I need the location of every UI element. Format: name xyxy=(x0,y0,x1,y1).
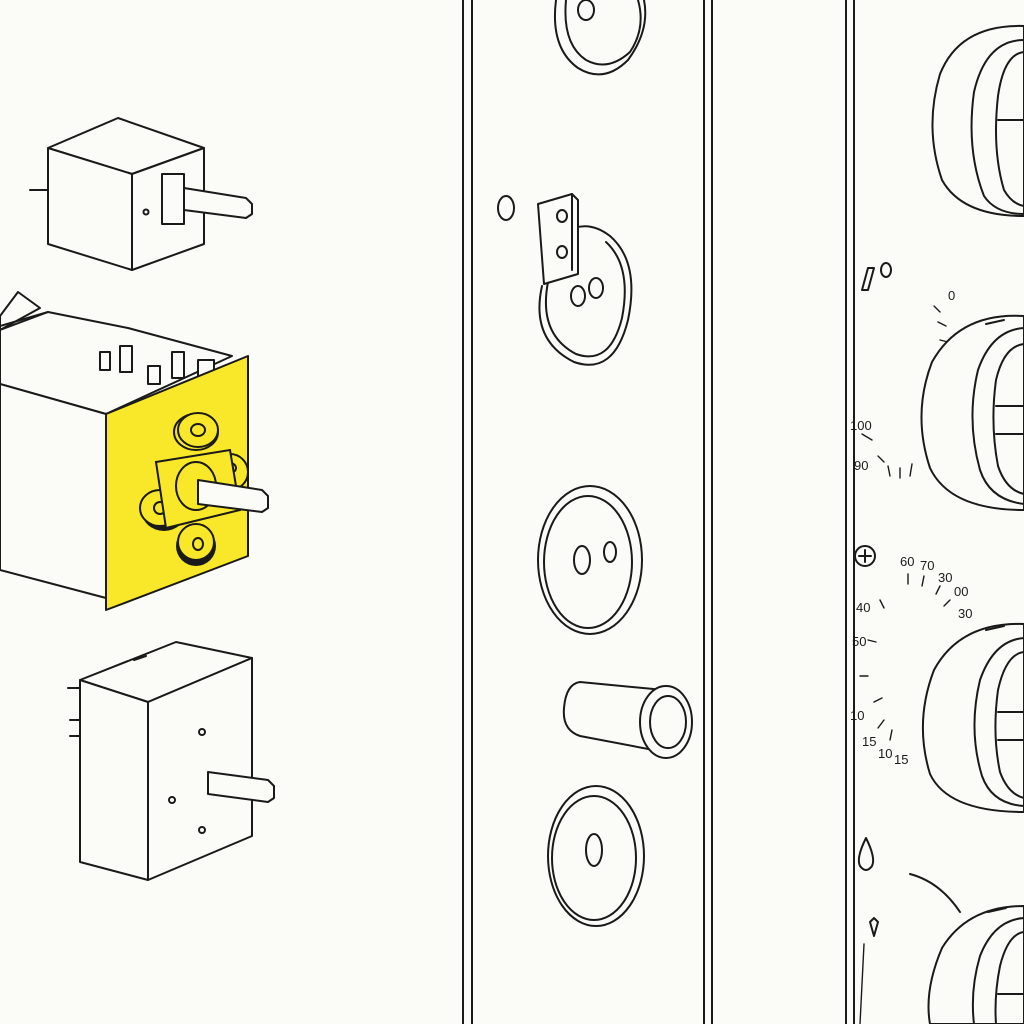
dial-2-label-15a: 15 xyxy=(862,734,876,749)
dial-1-label-90: 90 xyxy=(854,458,868,473)
cam-hub xyxy=(139,412,269,566)
dial-2-label-10a: 10 xyxy=(850,708,864,723)
dial-1-scale: 0 100 90 xyxy=(850,288,955,479)
dial-2-label-40: 40 xyxy=(856,600,870,615)
dial-2-label-30b: 30 xyxy=(958,606,972,621)
rotary-switch-top xyxy=(29,117,253,271)
control-knob-3[interactable] xyxy=(921,622,1024,813)
control-knob-2[interactable] xyxy=(920,314,1024,511)
dial-2-label-60: 60 xyxy=(900,554,914,569)
panel-divider-right xyxy=(703,0,713,1024)
light-indicator-icon xyxy=(861,262,892,291)
dial-2-label-10b: 10 xyxy=(878,746,892,761)
dial-2-label-70: 70 xyxy=(920,558,934,573)
gasket-bottom xyxy=(547,785,645,927)
dial-2-scale: 60 70 30 00 30 40 50 10 15 10 15 xyxy=(850,554,972,767)
plus-circle-icon xyxy=(854,545,876,567)
dial-2-label-30a: 30 xyxy=(938,570,952,585)
dial-4-scale xyxy=(859,917,879,1024)
switch-shaft xyxy=(197,479,269,513)
rotary-switch-highlighted xyxy=(0,291,269,611)
bushing xyxy=(562,681,693,759)
bracket-with-gasket xyxy=(497,193,633,366)
dial-1-label-0: 0 xyxy=(948,288,955,303)
dial-2-label-15b: 15 xyxy=(894,752,908,767)
gasket-top xyxy=(554,0,647,76)
panel-divider-left xyxy=(462,0,473,1024)
dial-2-label-50: 50 xyxy=(852,634,866,649)
control-panel xyxy=(845,0,855,1024)
dial-1-label-100: 100 xyxy=(850,418,872,433)
gasket-middle xyxy=(537,485,643,635)
rotary-switch-bottom xyxy=(67,641,275,881)
control-knob-1[interactable] xyxy=(931,24,1024,217)
control-knob-4[interactable] xyxy=(909,873,1024,1024)
dial-2-label-00: 00 xyxy=(954,584,968,599)
water-drop-icon xyxy=(857,837,875,871)
